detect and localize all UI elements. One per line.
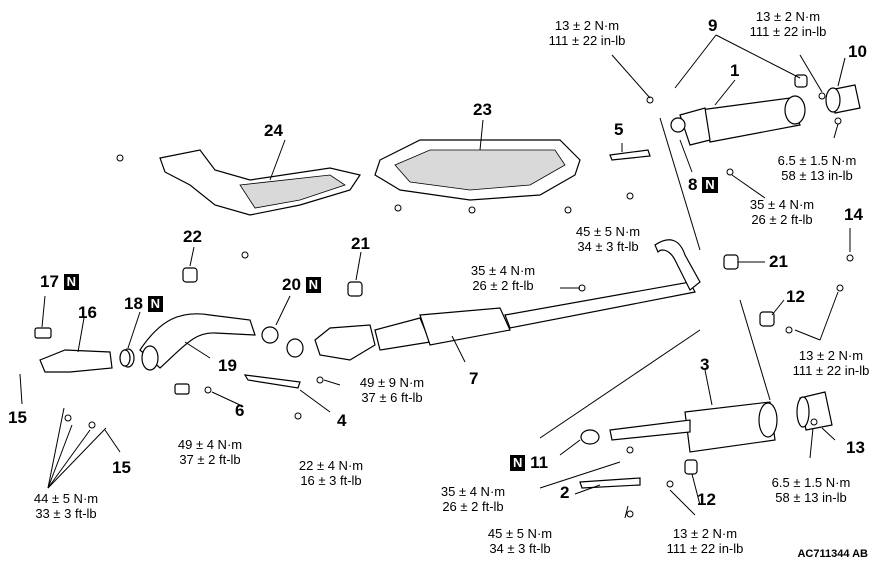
torque-value-nm: 35 ± 4 N·m: [470, 263, 536, 278]
torque-label-hanger-bolt-lower: 13 ± 2 N·m 111 ± 22 in-lb: [667, 526, 744, 556]
non-reusable-badge: N: [147, 296, 164, 312]
callout-4: 4: [337, 411, 347, 430]
torque-value-nm: 44 ± 5 N·m: [33, 491, 99, 506]
callout-5: 5: [614, 120, 624, 139]
callout-1: 1: [730, 61, 740, 80]
torque-value-imperial: 34 ± 3 ft-lb: [577, 239, 639, 254]
main-muffler-upper: [679, 84, 861, 146]
callout-15-right: 15: [112, 458, 131, 477]
callout-22: 22: [183, 227, 202, 246]
callout-3: 3: [700, 355, 710, 374]
non-reusable-badge: N: [305, 277, 322, 293]
callout-19: 19: [218, 356, 237, 375]
callout-24: 24: [264, 121, 283, 140]
torque-value-nm: 6.5 ± 1.5 N·m: [777, 153, 857, 168]
torque-value-imperial: 33 ± 3 ft-lb: [35, 506, 97, 521]
torque-value-nm: 13 ± 2 N·m: [798, 348, 864, 363]
callout-23: 23: [473, 100, 492, 119]
torque-value-imperial: 34 ± 3 ft-lb: [489, 541, 551, 556]
torque-value-nm: 49 ± 4 N·m: [177, 437, 243, 452]
bolts: [64, 92, 854, 518]
torque-label-hanger-bracket-lower: 45 ± 5 N·m 34 ± 3 ft-lb: [488, 526, 552, 556]
callout-number: 20: [282, 275, 301, 294]
callout-13: 13: [846, 438, 865, 457]
torque-value-nm: 6.5 ± 1.5 N·m: [771, 475, 851, 490]
torque-value-imperial: 58 ± 13 in-lb: [775, 490, 847, 505]
callout-7: 7: [469, 369, 479, 388]
torque-value-nm: 13 ± 2 N·m: [672, 526, 738, 541]
callout-14: 14: [844, 205, 863, 224]
torque-value-nm: 45 ± 5 N·m: [575, 224, 641, 239]
front-pipe: [139, 313, 256, 371]
leader-lines: [19, 34, 851, 519]
main-muffler-lower: [609, 391, 833, 453]
non-reusable-badge: N: [510, 455, 526, 471]
callout-9: 9: [708, 16, 718, 35]
torque-value-imperial: 111 ± 22 in-lb: [666, 541, 744, 556]
callout-12-lower: 12: [697, 490, 716, 509]
torque-value-imperial: 37 ± 2 ft-lb: [179, 452, 241, 467]
torque-value-imperial: 26 ± 2 ft-lb: [472, 278, 534, 293]
callout-6: 6: [235, 401, 245, 420]
heat-protector-center: [374, 139, 581, 201]
torque-label-front-pipe-nut: 49 ± 4 N·m 37 ± 2 ft-lb: [178, 437, 242, 467]
torque-label-tail-pipe-upper: 6.5 ± 1.5 N·m 58 ± 13 in-lb: [778, 153, 857, 183]
torque-label-tail-pipe-lower: 6.5 ± 1.5 N·m 58 ± 13 in-lb: [772, 475, 851, 505]
heat-protector-front: [159, 149, 361, 216]
torque-value-nm: 45 ± 5 N·m: [487, 526, 553, 541]
torque-value-nm: 35 ± 4 N·m: [440, 484, 506, 499]
torque-value-nm: 13 ± 2 N·m: [554, 18, 620, 33]
torque-value-nm: 35 ± 4 N·m: [749, 197, 815, 212]
torque-value-imperial: 26 ± 2 ft-lb: [442, 499, 504, 514]
non-reusable-badge: N: [63, 274, 80, 290]
callout-15-left: 15: [8, 408, 27, 427]
torque-label-catalytic-flange: 49 ± 9 N·m 37 ± 6 ft-lb: [360, 375, 424, 405]
callout-17: 17 N: [40, 272, 80, 291]
torque-label-bolt-upper-right: 13 ± 2 N·m 111 ± 22 in-lb: [750, 9, 827, 39]
torque-label-muffler-clamp-lower: 35 ± 4 N·m 26 ± 2 ft-lb: [441, 484, 505, 514]
callout-8: 8 N: [688, 176, 718, 194]
callout-number: 11: [530, 453, 549, 472]
torque-label-muffler-clamp-upper: 35 ± 4 N·m 26 ± 2 ft-lb: [750, 197, 814, 227]
torque-value-nm: 13 ± 2 N·m: [755, 9, 821, 24]
non-reusable-badge: N: [702, 177, 718, 193]
torque-label-rear-joint: 13 ± 2 N·m 111 ± 22 in-lb: [793, 348, 870, 378]
torque-value-imperial: 111 ± 22 in-lb: [548, 33, 626, 48]
torque-value-imperial: 26 ± 2 ft-lb: [751, 212, 813, 227]
torque-label-hanger-bracket-upper: 45 ± 5 N·m 34 ± 3 ft-lb: [576, 224, 640, 254]
torque-value-imperial: 111 ± 22 in-lb: [749, 24, 827, 39]
torque-value-nm: 49 ± 9 N·m: [359, 375, 425, 390]
center-pipe-catalytic: [286, 239, 701, 361]
callout-21-right: 21: [769, 252, 788, 271]
hangers-and-brackets: [34, 74, 808, 489]
torque-label-bolt-upper-left: 13 ± 2 N·m 111 ± 22 in-lb: [549, 18, 626, 48]
torque-value-imperial: 111 ± 22 in-lb: [792, 363, 870, 378]
callout-20: 20 N: [282, 275, 322, 294]
torque-value-imperial: 58 ± 13 in-lb: [781, 168, 853, 183]
torque-label-center-pipe-joint: 35 ± 4 N·m 26 ± 2 ft-lb: [471, 263, 535, 293]
callout-number: 18: [124, 294, 143, 313]
torque-label-bracket-bolt: 22 ± 4 N·m 16 ± 3 ft-lb: [299, 458, 363, 488]
callout-number: 17: [40, 272, 59, 291]
figure-code: AC711344 AB: [797, 548, 868, 560]
callout-10: 10: [848, 42, 867, 61]
torque-value-imperial: 37 ± 6 ft-lb: [361, 390, 423, 405]
torque-label-front-exhaust-bolts: 44 ± 5 N·m 33 ± 3 ft-lb: [34, 491, 98, 521]
callout-number: 8: [688, 175, 698, 194]
callout-2: 2: [560, 483, 570, 502]
torque-value-imperial: 16 ± 3 ft-lb: [300, 473, 362, 488]
torque-value-nm: 22 ± 4 N·m: [298, 458, 364, 473]
callout-12-upper: 12: [786, 287, 805, 306]
callout-11: N 11: [510, 454, 548, 472]
callout-21-center: 21: [351, 234, 370, 253]
callout-18: 18 N: [124, 294, 164, 313]
callout-16: 16: [78, 303, 97, 322]
